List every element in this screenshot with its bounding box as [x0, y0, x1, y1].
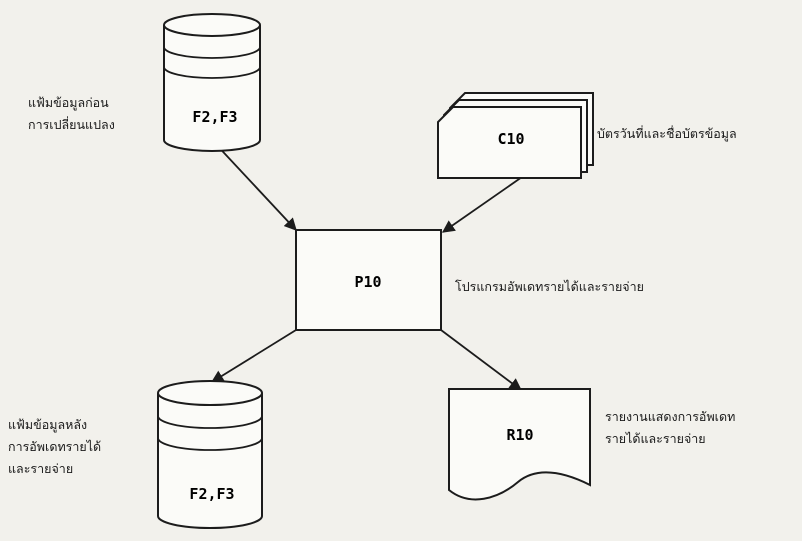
edge-process-to-file-after [210, 329, 297, 383]
file-before-label: F2,F3 [192, 108, 237, 126]
process-label: P10 [354, 273, 381, 291]
file-after-cylinder: F2,F3 [157, 380, 263, 529]
report-caption-line-1: รายงานแสดงการอัพเดท [605, 409, 736, 424]
file-after-caption-line-2: การอัพเดทรายได้ [8, 439, 102, 454]
report-label: R10 [506, 426, 533, 444]
file-before-caption-line-1: แฟ้มข้อมูลก่อน [28, 95, 109, 110]
file-after-caption: แฟ้มข้อมูลหลัง การอัพเดทรายได้ และรายจ่า… [8, 414, 101, 480]
file-after-label: F2,F3 [189, 485, 234, 503]
card-label: C10 [497, 130, 524, 148]
process-caption: โปรแกรมอัพเดทรายได้และรายจ่าย [455, 276, 644, 298]
edge-file-before-to-process [211, 139, 297, 231]
report-document: R10 [448, 388, 591, 501]
process-caption-line-1: โปรแกรมอัพเดทรายได้และรายจ่าย [455, 279, 644, 294]
card-stack: C10 [437, 92, 594, 179]
file-before-caption-line-2: การเปลี่ยนแปลง [28, 117, 115, 132]
file-after-caption-line-1: แฟ้มข้อมูลหลัง [8, 417, 88, 432]
report-caption: รายงานแสดงการอัพเดท รายได้และรายจ่าย [605, 406, 735, 450]
process-box: P10 [295, 229, 442, 331]
file-before-caption: แฟ้มข้อมูลก่อน การเปลี่ยนแปลง [28, 92, 115, 136]
edge-process-to-report [440, 329, 523, 391]
file-before-cylinder: F2,F3 [163, 13, 261, 152]
edge-card-to-process [441, 176, 523, 233]
report-caption-line-2: รายได้และรายจ่าย [605, 431, 706, 446]
file-after-caption-line-3: และรายจ่าย [8, 461, 74, 476]
card-caption: บัตรวันที่และชื่อบัตรข้อมูล [597, 123, 737, 145]
card-caption-line-1: บัตรวันที่และชื่อบัตรข้อมูล [597, 126, 737, 141]
